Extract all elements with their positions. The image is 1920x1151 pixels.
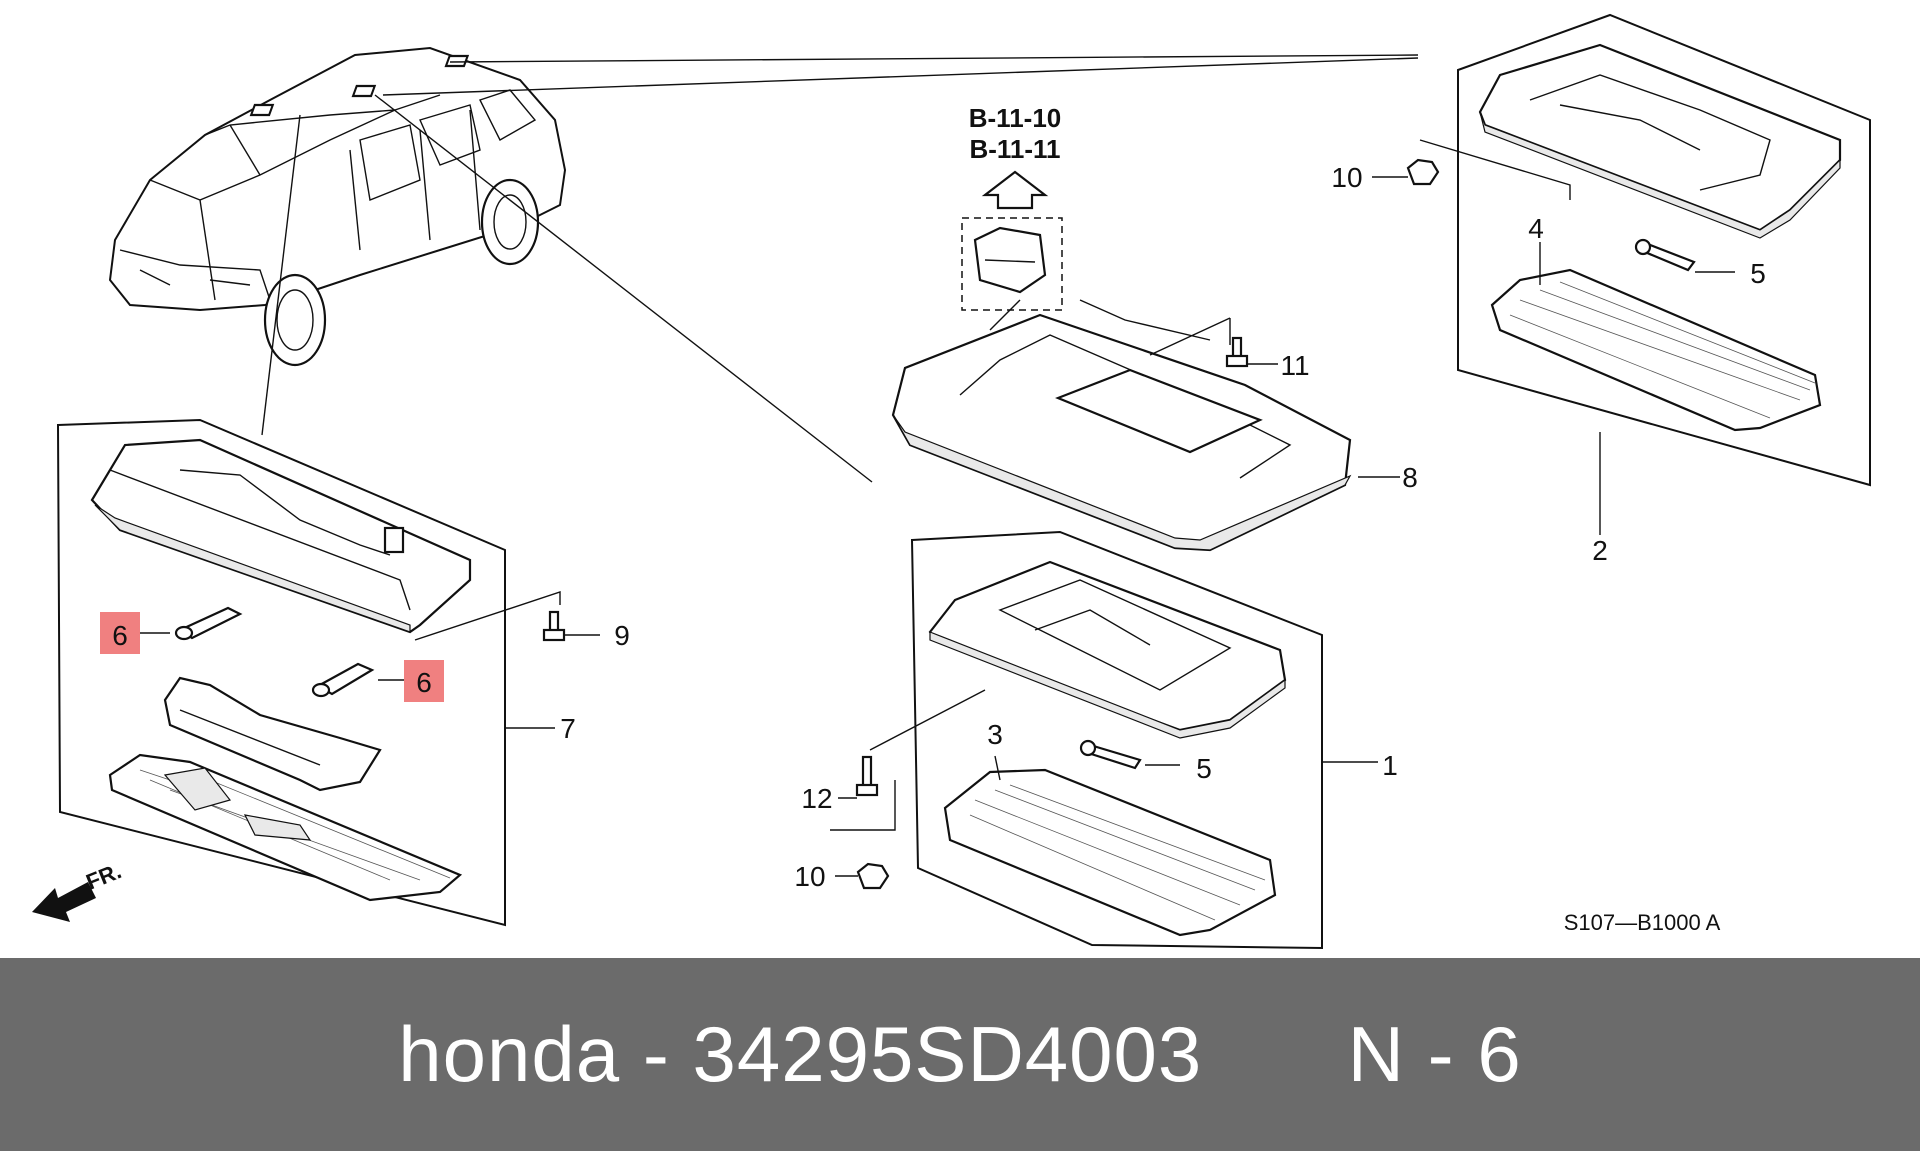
drawing-code: S107—B1000 A xyxy=(1564,910,1721,935)
callout-5a: 5 xyxy=(1750,258,1766,289)
front-arrow: FR. xyxy=(32,858,125,922)
ref-prefix: N xyxy=(1347,1010,1405,1098)
callout-6b: 6 xyxy=(416,667,432,698)
ref-separator: - xyxy=(1427,1010,1455,1098)
callout-10a: 10 xyxy=(1331,162,1362,193)
assembly-2 xyxy=(1372,13,1871,535)
callouts-right: 8 11 1 3 5 12 10 10 4 5 2 xyxy=(794,162,1765,892)
car-illustration xyxy=(108,46,567,367)
callout-2: 2 xyxy=(1592,535,1608,566)
callout-12: 12 xyxy=(801,783,832,814)
part-number: 34295SD4003 xyxy=(692,1010,1203,1098)
diagram-canvas: 6 6 9 7 FR. B-11-10 B-11-11 xyxy=(32,13,1871,950)
parts-diagram: 6 6 9 7 FR. B-11-10 B-11-11 xyxy=(32,13,1871,950)
callout-7: 7 xyxy=(560,713,576,744)
connector-refs: B-11-10 B-11-11 xyxy=(961,103,1063,311)
callout-10b: 10 xyxy=(794,861,825,892)
assembly-8 xyxy=(891,299,1400,552)
assembly-1 xyxy=(830,530,1378,950)
ref-b-11-10: B-11-10 xyxy=(969,103,1062,133)
ref-b-11-11: B-11-11 xyxy=(969,134,1060,164)
highlight-6b xyxy=(404,660,444,702)
brand-name: honda xyxy=(398,1010,621,1098)
highlight-6a xyxy=(100,612,140,654)
callout-8: 8 xyxy=(1402,462,1418,493)
callout-3: 3 xyxy=(987,719,1003,750)
callout-1: 1 xyxy=(1382,750,1398,781)
callout-5b: 5 xyxy=(1196,753,1212,784)
assembly-7 xyxy=(56,418,600,927)
callouts-left: 6 6 9 7 xyxy=(100,612,630,744)
leader-lines xyxy=(261,54,1419,483)
callout-11: 11 xyxy=(1280,350,1309,381)
footer-banner: honda - 34295SD4003 N - 6 xyxy=(0,958,1920,1151)
callout-9: 9 xyxy=(614,620,630,651)
callout-4: 4 xyxy=(1528,213,1544,244)
footer-text: honda - 34295SD4003 N - 6 xyxy=(398,1009,1521,1100)
ref-number: 6 xyxy=(1477,1010,1522,1098)
callout-6a: 6 xyxy=(112,620,128,651)
brand-separator: - xyxy=(642,1010,670,1098)
front-label: FR. xyxy=(83,858,125,894)
